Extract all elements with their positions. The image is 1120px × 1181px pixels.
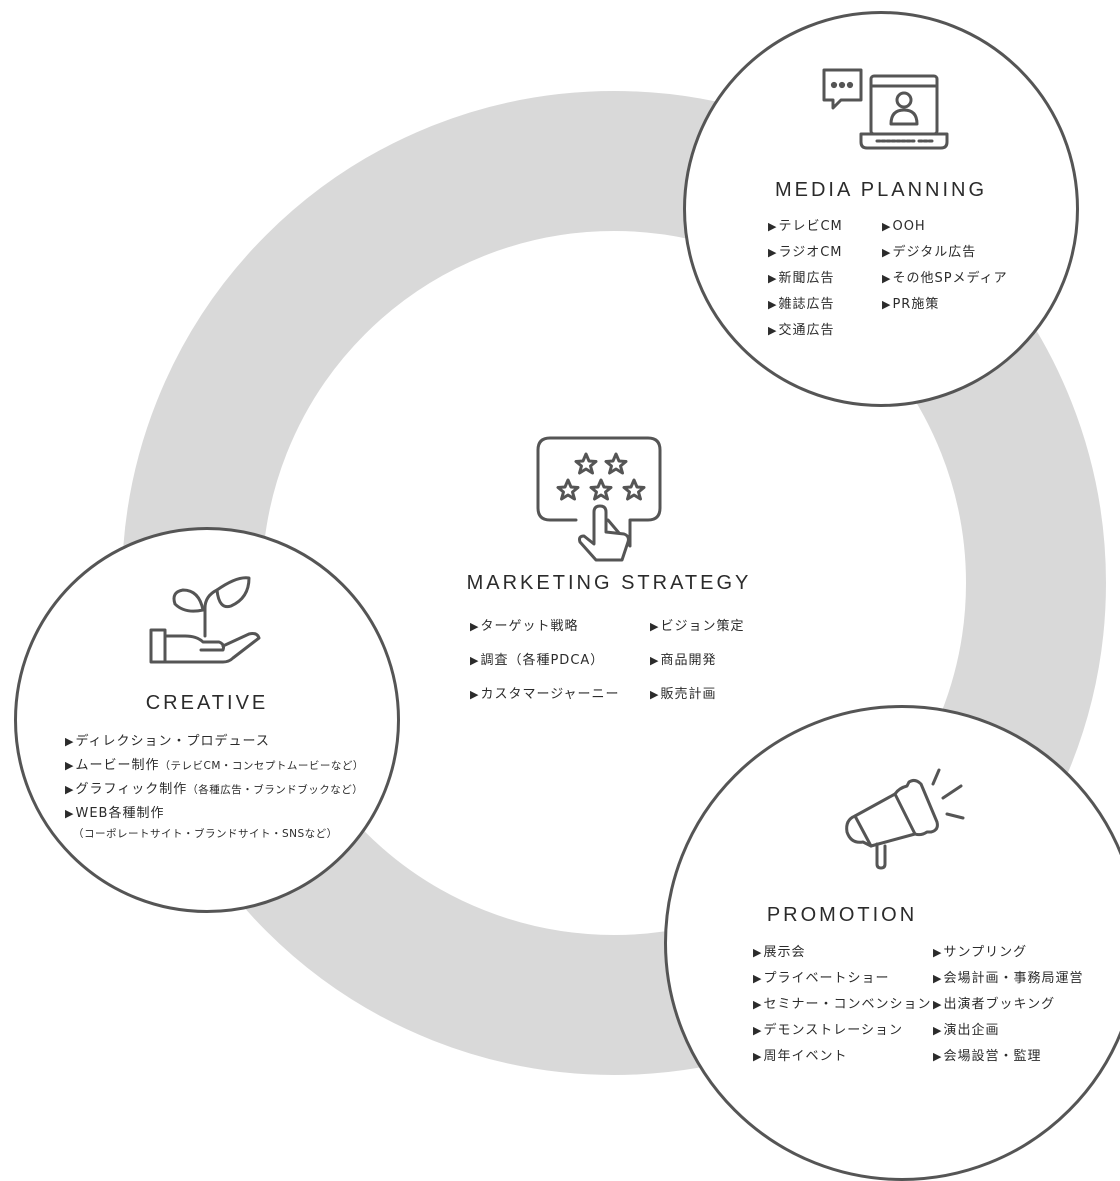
list-item: PR施策 [882, 292, 1008, 318]
list-item: 新聞広告 [768, 266, 843, 292]
hand-plant-icon [149, 576, 261, 664]
list-item: WEB各種制作 [65, 802, 364, 826]
marketing-strategy-title: MARKETING STRATEGY [466, 572, 752, 594]
list-item: 周年イベント [753, 1044, 931, 1070]
list-item: セミナー・コンベンション [753, 992, 931, 1018]
list-item: 雑誌広告 [768, 292, 843, 318]
media-left-list: テレビCM ラジオCM 新聞広告 雑誌広告 交通広告 [768, 214, 843, 344]
list-item: 交通広告 [768, 318, 843, 344]
creative-circle: CREATIVE ディレクション・プロデュース ムービー制作（テレビCM・コンセ… [14, 527, 400, 913]
list-item: デモンストレーション [753, 1018, 931, 1044]
list-item: 商品開発 [650, 644, 744, 678]
center-left-list: ターゲット戦略 調査（各種PDCA） カスタマージャーニー [470, 610, 620, 712]
web-note: （コーポレートサイト・ブランドサイト・SNSなど） [73, 828, 338, 840]
creative-title: CREATIVE [145, 692, 269, 714]
list-item: 展示会 [753, 940, 931, 966]
list-item: ディレクション・プロデュース [65, 730, 364, 754]
list-item: ラジオCM [768, 240, 843, 266]
promotion-right-list: サンプリング 会場計画・事務局運営 出演者ブッキング 演出企画 会場設営・監理 [933, 940, 1083, 1070]
promotion-title: PROMOTION [766, 904, 918, 926]
creative-list: ディレクション・プロデュース ムービー制作（テレビCM・コンセプトムービーなど）… [65, 730, 364, 842]
media-planning-title: MEDIA PLANNING [774, 179, 988, 201]
promotion-left-list: 展示会 プライベートショー セミナー・コンベンション デモンストレーション 周年… [753, 940, 931, 1070]
list-item: 出演者ブッキング [933, 992, 1083, 1018]
star-rating-speech-bubble-icon [536, 436, 662, 562]
list-item: 会場計画・事務局運営 [933, 966, 1083, 992]
list-item: デジタル広告 [882, 240, 1008, 266]
media-right-list: OOH デジタル広告 その他SPメディア PR施策 [882, 214, 1008, 318]
list-item: 演出企画 [933, 1018, 1083, 1044]
list-item: ターゲット戦略 [470, 610, 620, 644]
list-item: カスタマージャーニー [470, 678, 620, 712]
list-item: プライベートショー [753, 966, 931, 992]
list-item: グラフィック制作（各種広告・ブランドブックなど） [65, 778, 364, 802]
list-item: サンプリング [933, 940, 1083, 966]
promotion-circle: PROMOTION 展示会 プライベートショー セミナー・コンベンション デモン… [664, 705, 1120, 1181]
list-item: ビジョン策定 [650, 610, 744, 644]
list-item: OOH [882, 214, 1008, 240]
list-item: 販売計画 [650, 678, 744, 712]
center-right-list: ビジョン策定 商品開発 販売計画 [650, 610, 744, 712]
list-item: 会場設営・監理 [933, 1044, 1083, 1070]
video-chat-laptop-icon [822, 68, 949, 150]
media-planning-circle: MEDIA PLANNING テレビCM ラジオCM 新聞広告 雑誌広告 交通広… [683, 11, 1079, 407]
list-item: 調査（各種PDCA） [470, 644, 620, 678]
list-item: その他SPメディア [882, 266, 1008, 292]
megaphone-icon [845, 768, 965, 870]
list-item: ムービー制作（テレビCM・コンセプトムービーなど） [65, 754, 364, 778]
list-item: テレビCM [768, 214, 843, 240]
